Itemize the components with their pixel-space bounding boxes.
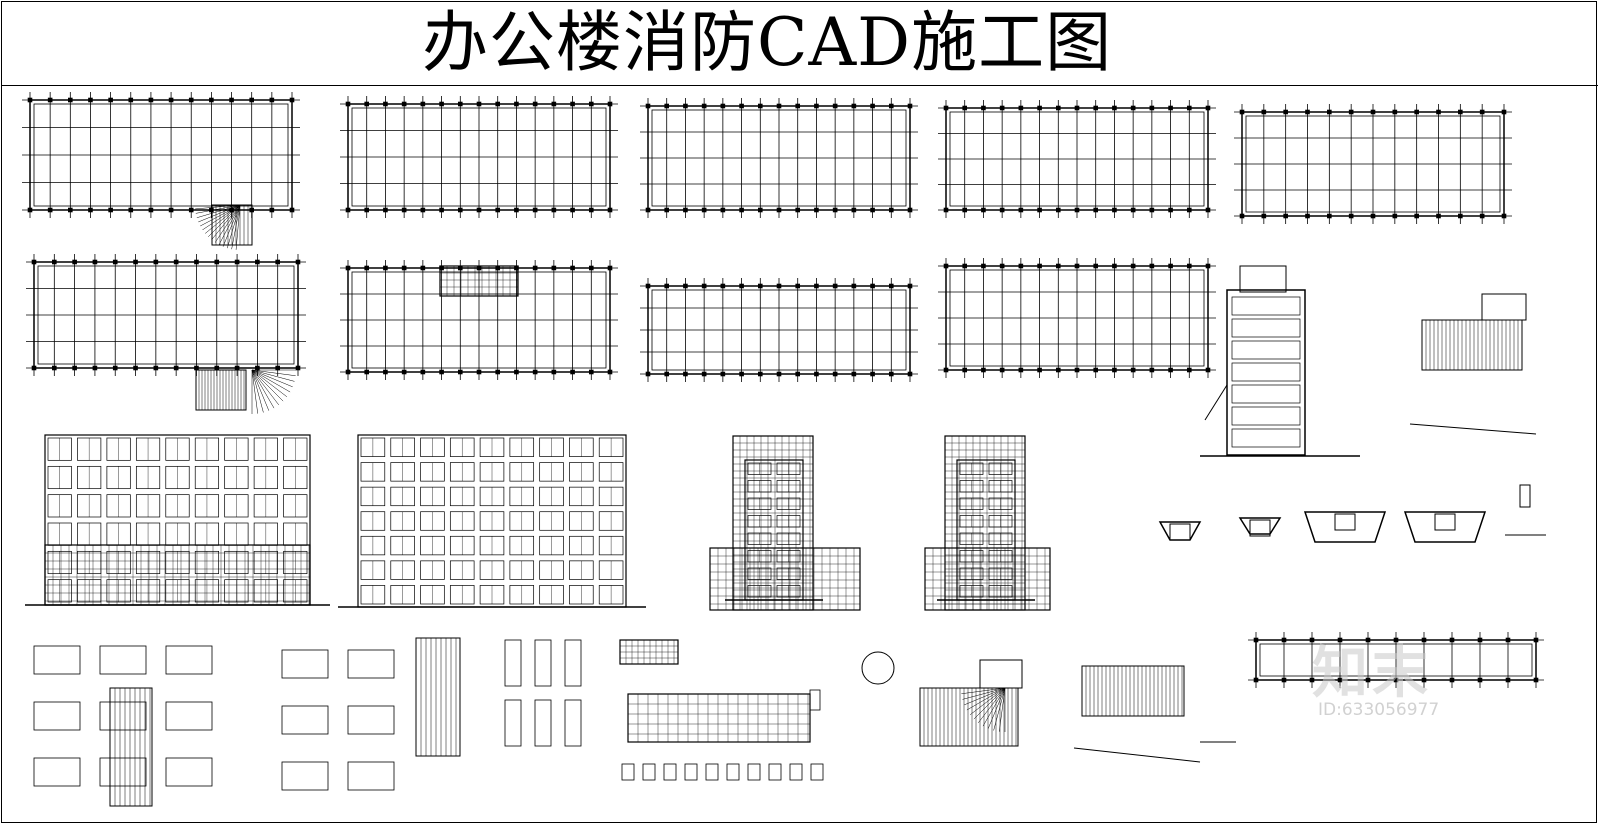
sheet-title: 办公楼消防CAD施工图: [422, 4, 1113, 81]
stair-plan-upper: [1421, 319, 1523, 371]
details: [33, 293, 1546, 807]
pit-detail-4: [1403, 511, 1487, 543]
stair-fan-lower: [961, 687, 1006, 732]
stair-section-a: [109, 687, 153, 807]
stair-plan-lower: [919, 687, 1019, 747]
column-detail: [99, 701, 147, 731]
column-detail: [33, 645, 81, 675]
front-curtain-wall: [44, 544, 311, 606]
elevations: [25, 265, 1360, 611]
side-tower-b-windows: [937, 459, 1035, 601]
entrance-steps: [211, 204, 253, 246]
plan-floor-5: [26, 254, 306, 376]
rear-elevation: [338, 434, 646, 608]
plan-floor-3: [640, 98, 918, 218]
plan-floor-7: [640, 278, 918, 382]
front-elevation: [25, 434, 330, 606]
column-detail: [33, 701, 81, 731]
plan-floor-2: [340, 96, 618, 218]
plan-floor-4: [938, 100, 1216, 218]
floor-plans: [22, 92, 1512, 414]
pit-detail-3: [1303, 511, 1387, 543]
plan-roof: [1234, 104, 1512, 224]
title-block: 办公楼消防CAD施工图: [2, 2, 1598, 86]
rear-steps: [195, 369, 247, 411]
side-base-b: [924, 547, 1051, 611]
stair-section-b: [415, 637, 461, 757]
lobby-elevation: [627, 693, 811, 743]
detail-strip-plan: [1248, 632, 1544, 688]
rear-stair: [251, 369, 296, 414]
column-detail: [165, 645, 213, 675]
plan-floor-8: [938, 258, 1216, 378]
window-detail-grid: [619, 639, 679, 665]
column-detail: [99, 757, 147, 787]
column-detail: [99, 645, 147, 675]
pit-detail-2: [1238, 517, 1282, 537]
column-detail: [33, 757, 81, 787]
plan-floor-6: [340, 260, 618, 380]
side-tower-a-windows: [725, 459, 823, 601]
watermark-id: ID:633056977: [1318, 700, 1440, 720]
plan-ground-floor: [22, 92, 300, 218]
watermark-logo: 知末: [1312, 641, 1432, 706]
column-detail: [165, 701, 213, 731]
entrance-stair: [195, 204, 241, 250]
skylight-grid: [439, 265, 519, 297]
column-detail: [165, 757, 213, 787]
stair-plan-lower-b: [1081, 665, 1185, 717]
pit-detail-1: [1158, 521, 1202, 541]
building-section: [1200, 265, 1360, 457]
